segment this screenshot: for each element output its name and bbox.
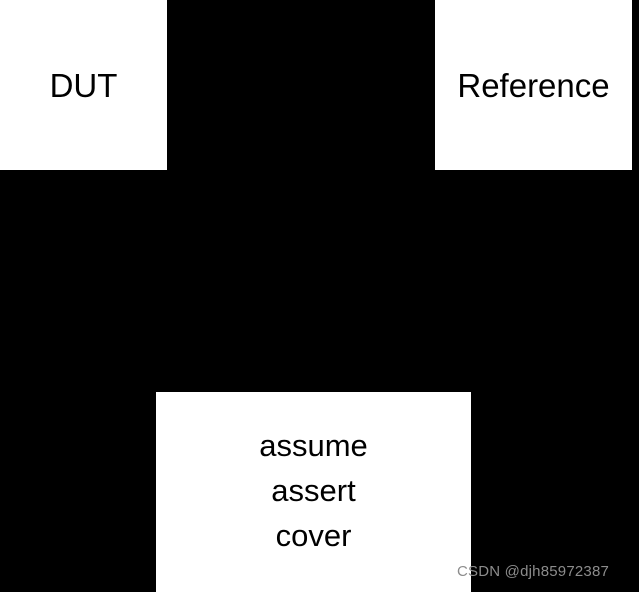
node-box-properties: assume assert cover bbox=[156, 392, 471, 592]
node-label-dut: DUT bbox=[49, 66, 118, 104]
node-label-reference: Reference bbox=[457, 66, 610, 104]
node-box-reference: Reference bbox=[435, 0, 632, 170]
node-box-dut: DUT bbox=[0, 0, 167, 170]
property-label-assert: assert bbox=[271, 473, 356, 508]
property-label-assume: assume bbox=[259, 428, 368, 463]
property-label-cover: cover bbox=[275, 518, 352, 553]
watermark-text: CSDN @djh85972387 bbox=[457, 563, 610, 580]
